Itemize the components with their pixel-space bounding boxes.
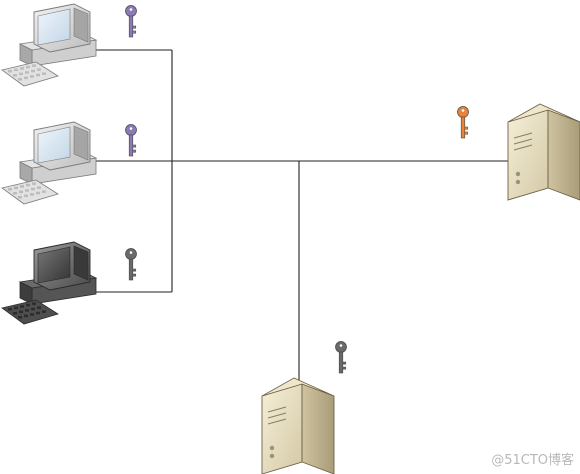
key-pc-1-icon [125,5,137,38]
key-pc-3-icon [125,248,137,281]
watermark: @51CTO博客 [491,453,574,468]
server-bottom-icon [261,377,335,474]
key-pc-2-icon [125,124,137,157]
pc-2-computer-icon [1,121,98,205]
server-right-icon [507,103,580,201]
pc-3-computer-icon [1,241,98,325]
pc-1-computer-icon [1,3,98,87]
key-server-bottom-icon [335,341,347,374]
key-server-right-icon [457,106,469,139]
network-lines [96,49,508,382]
